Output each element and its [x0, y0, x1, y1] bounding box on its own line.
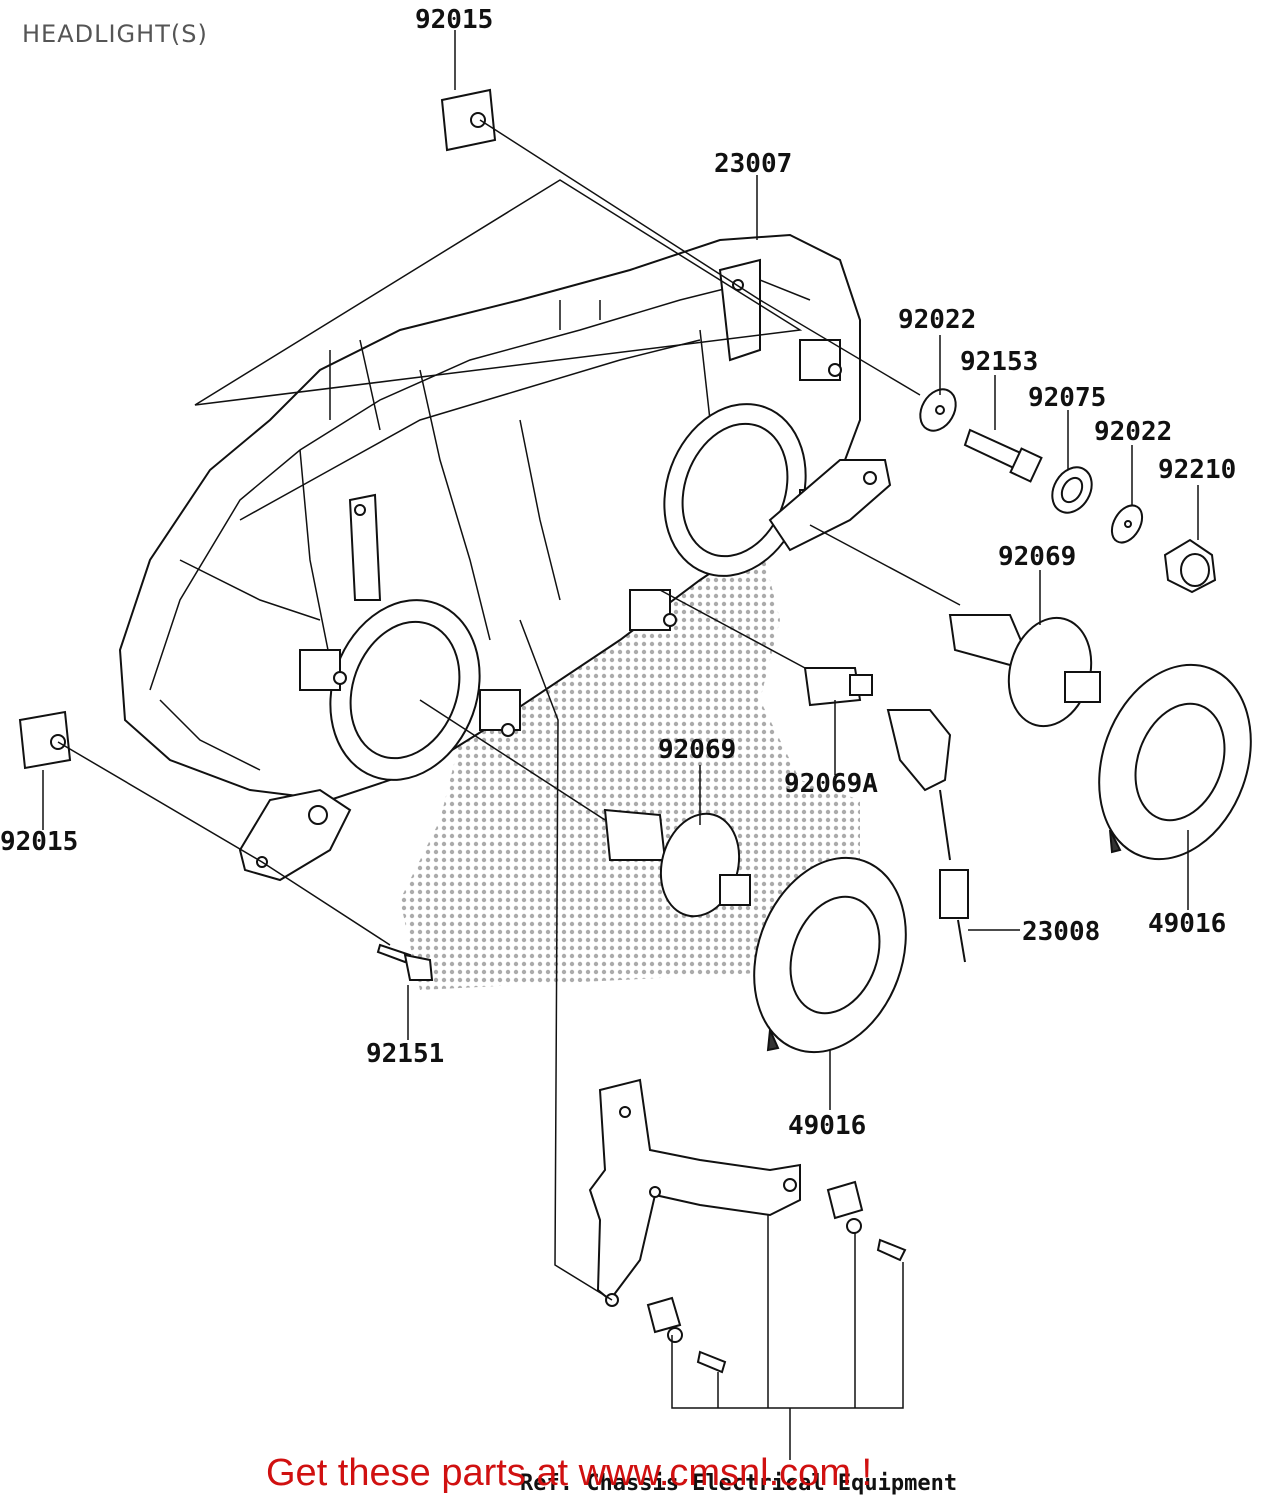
- callout-92022-b: 92022: [1094, 417, 1172, 447]
- callout-92069a: 92069A: [784, 769, 878, 799]
- callout-92069-lower: 92069: [658, 735, 736, 765]
- callout-92069-upper: 92069: [998, 542, 1076, 572]
- callout-labels: 92015 23007 92022 92153 92075 92022 9221…: [0, 5, 1236, 1496]
- page-title: HEADLIGHT(S): [22, 20, 208, 48]
- callout-23008: 23008: [1022, 917, 1100, 947]
- callout-49016-upper: 49016: [1148, 909, 1226, 939]
- callout-92210: 92210: [1158, 455, 1236, 485]
- bulbs-and-covers: [603, 614, 1252, 1054]
- callout-23007: 23007: [714, 149, 792, 179]
- reference-note: Ref. Chassis Electrical Equipment: [520, 1471, 957, 1496]
- callout-92015-top: 92015: [415, 5, 493, 35]
- hardware-stack: [18, 88, 1217, 981]
- callout-92151: 92151: [366, 1039, 444, 1069]
- leader-lines: [42, 30, 1199, 1460]
- callout-92075: 92075: [1028, 383, 1106, 413]
- callout-92153: 92153: [960, 347, 1038, 377]
- footer-banner-link[interactable]: Get these parts at www.cmsnl.com !: [266, 1452, 873, 1494]
- mounting-bracket: [588, 1078, 907, 1374]
- callout-92015-left: 92015: [0, 827, 78, 857]
- callout-92022-a: 92022: [898, 305, 976, 335]
- headlight-housing-23007: [118, 233, 892, 882]
- callout-49016-lower: 49016: [788, 1111, 866, 1141]
